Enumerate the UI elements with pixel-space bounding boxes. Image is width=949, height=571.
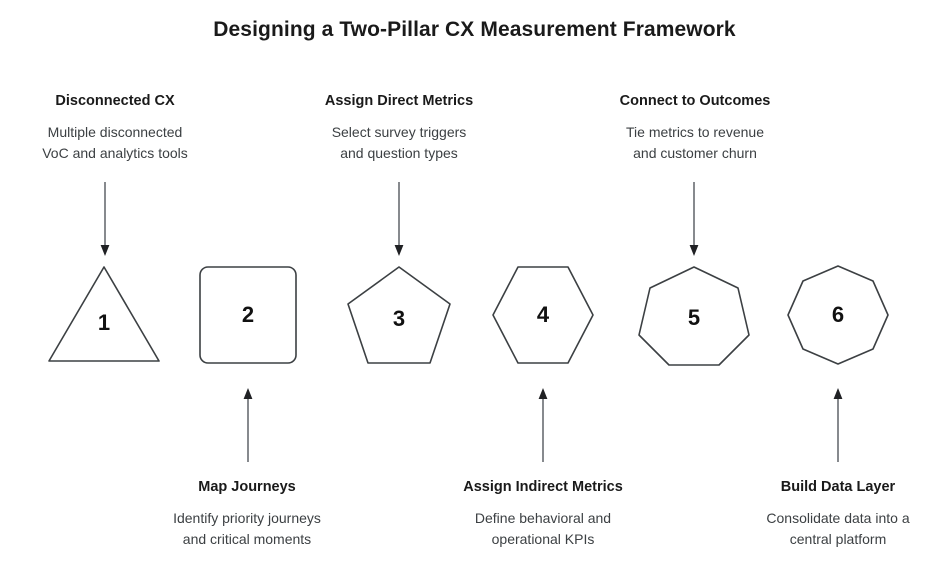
step-heading-6: Build Data Layer	[780, 479, 896, 495]
step-label-3: Assign Direct Metrics Select survey trig…	[284, 92, 514, 164]
page-title: Designing a Two-Pillar CX Measurement Fr…	[213, 18, 736, 41]
step-description-6: Consolidate data into a central platform	[723, 508, 949, 550]
step-description-6-line-1: Consolidate data into a	[766, 510, 910, 526]
hexagon-shape	[492, 266, 594, 364]
shape-node-1[interactable]: 1	[44, 258, 164, 370]
step-description-3: Select survey triggers and question type…	[284, 122, 514, 164]
step-description-1-line-2: VoC and analytics tools	[42, 145, 188, 161]
step-description-2-line-2: and critical moments	[182, 531, 312, 547]
arrow-down-to-step-3	[389, 182, 409, 262]
triangle-shape	[48, 266, 160, 362]
step-label-6: Build Data Layer Consolidate data into a…	[723, 478, 949, 550]
shape-node-5[interactable]: 5	[634, 258, 754, 370]
step-label-4: Assign Indirect Metrics Define behaviora…	[428, 478, 658, 550]
shape-node-6[interactable]: 6	[778, 258, 898, 370]
shape-number-6: 6	[831, 302, 845, 327]
arrow-down-to-step-5	[684, 182, 704, 262]
step-description-2-line-1: Identify priority journeys	[173, 510, 321, 526]
shape-number-4: 4	[536, 302, 550, 327]
step-description-6-line-2: central platform	[789, 531, 887, 547]
pentagon-shape	[347, 266, 451, 364]
arrow-down-to-step-1	[95, 182, 115, 262]
step-heading-5: Connect to Outcomes	[619, 93, 771, 109]
heptagon-shape	[638, 266, 750, 366]
step-heading-3: Assign Direct Metrics	[324, 93, 474, 109]
step-description-5-line-1: Tie metrics to revenue	[626, 124, 764, 140]
step-heading-4: Assign Indirect Metrics	[463, 479, 623, 495]
step-description-4-line-1: Define behavioral and	[474, 510, 612, 526]
square-shape	[199, 266, 297, 364]
shape-number-3: 3	[392, 306, 406, 331]
shape-number-1: 1	[97, 310, 111, 335]
step-description-5-line-2: and customer churn	[633, 145, 757, 161]
step-label-2: Map Journeys Identify priority journeys …	[132, 478, 362, 550]
shape-node-2[interactable]: 2	[188, 258, 308, 370]
step-description-3-line-2: and question types	[340, 145, 458, 161]
shape-node-3[interactable]: 3	[339, 258, 459, 370]
step-description-4: Define behavioral and operational KPIs	[428, 508, 658, 550]
shape-node-4[interactable]: 4	[483, 258, 603, 370]
step-label-5: Connect to Outcomes Tie metrics to reven…	[580, 92, 810, 164]
step-description-5: Tie metrics to revenue and customer chur…	[580, 122, 810, 164]
arrow-up-to-step-4	[533, 382, 553, 462]
step-description-1-line-1: Multiple disconnected	[47, 124, 183, 140]
shape-number-2: 2	[241, 302, 255, 327]
step-label-1: Disconnected CX Multiple disconnected Vo…	[0, 92, 230, 164]
step-description-4-line-2: operational KPIs	[491, 531, 595, 547]
step-description-1: Multiple disconnected VoC and analytics …	[0, 122, 230, 164]
arrow-up-to-step-6	[828, 382, 848, 462]
shape-number-5: 5	[687, 305, 701, 330]
step-heading-1: Disconnected CX	[55, 93, 175, 109]
step-description-3-line-1: Select survey triggers	[331, 124, 467, 140]
step-description-2: Identify priority journeys and critical …	[132, 508, 362, 550]
step-heading-2: Map Journeys	[198, 479, 296, 495]
octagon-shape	[787, 265, 889, 365]
arrow-up-to-step-2	[238, 382, 258, 462]
